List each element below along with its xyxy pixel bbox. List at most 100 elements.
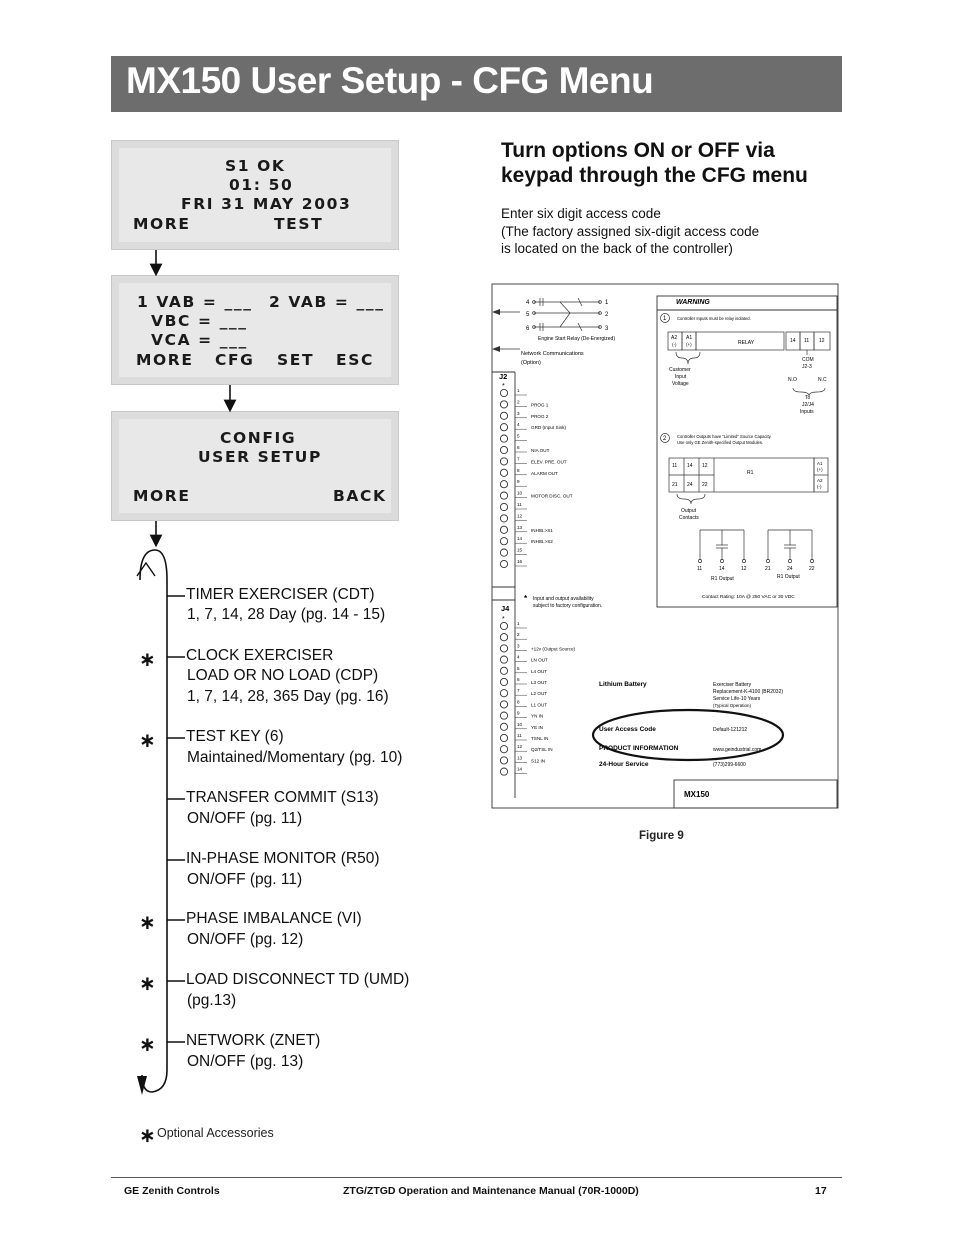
- svg-text:Inputs: Inputs: [800, 409, 814, 415]
- terminal-pin: [499, 621, 509, 631]
- pin-signal: LN OUT: [531, 658, 548, 663]
- pin-signal: MOTOR DISC. OUT: [531, 494, 573, 499]
- softkey-back[interactable]: BACK: [333, 487, 387, 505]
- terminal-pin: [499, 655, 509, 664]
- softkey-esc[interactable]: ESC: [336, 351, 374, 369]
- svg-text:(-): (-): [817, 484, 822, 489]
- pin-signal: YN IN: [531, 714, 543, 719]
- menu-item-sub: 1, 7, 14, 28, 365 Day (pg. 16): [187, 688, 389, 705]
- softkey-test[interactable]: TEST: [274, 215, 324, 233]
- terminal-pin: [499, 502, 509, 512]
- j2-label: J2: [499, 372, 507, 381]
- pin-number: 10: [517, 491, 523, 496]
- heading-line: keypad through the CFG menu: [501, 164, 808, 187]
- pin-signal: NIA OUT: [531, 448, 550, 453]
- pin-number: 9: [517, 479, 520, 484]
- svg-text:R1 Output: R1 Output: [777, 574, 800, 580]
- svg-text:(Option): (Option): [521, 360, 541, 366]
- softkey-set[interactable]: SET: [277, 351, 315, 369]
- svg-text:Use only GE Zenith-specified O: Use only GE Zenith-specified Output Modu…: [677, 440, 763, 445]
- svg-text:24: 24: [687, 482, 693, 488]
- terminal-pin: [499, 411, 509, 420]
- svg-text:12: 12: [819, 338, 825, 344]
- pin-number: 7: [517, 688, 520, 693]
- optional-asterisk: ∗: [139, 1123, 156, 1147]
- lcd-line: VCA = ___: [151, 331, 248, 349]
- pin-signal: L4 OUT: [531, 669, 547, 674]
- svg-text:(773)299-6600: (773)299-6600: [713, 762, 746, 768]
- svg-text:24-Hour Service: 24-Hour Service: [599, 761, 649, 768]
- terminal-pin: [499, 388, 509, 398]
- pin-signal: GRD (Input Sink): [531, 425, 566, 430]
- terminal-pin: [499, 537, 509, 546]
- terminal-pin: [499, 767, 509, 776]
- svg-text:Input: Input: [675, 374, 687, 380]
- lcd-line: CONFIG: [220, 429, 297, 447]
- menu-item-sub: ON/OFF (pg. 12): [187, 931, 304, 948]
- pin-number: 3: [517, 643, 520, 648]
- optional-asterisk: ∗: [139, 910, 156, 934]
- loop-caret: [136, 561, 156, 577]
- svg-text:5: 5: [526, 312, 530, 318]
- svg-text:4: 4: [526, 300, 530, 306]
- footer-rule: [111, 1177, 842, 1178]
- terminal-pin: [499, 480, 509, 489]
- pin-signal: S12 IN: [531, 758, 545, 763]
- svg-text:www.geindustrial.com: www.geindustrial.com: [713, 747, 761, 753]
- svg-text:Service Life-10 Years: Service Life-10 Years: [713, 696, 761, 702]
- pin-number: 12: [517, 744, 523, 749]
- svg-text:R1 Output: R1 Output: [711, 576, 734, 582]
- terminal-pin: [499, 445, 509, 455]
- svg-text:6: 6: [526, 326, 530, 332]
- pin-number: 10: [517, 722, 523, 727]
- relay-label: RELAY: [738, 340, 755, 346]
- svg-text:A2: A2: [817, 478, 823, 483]
- svg-text:(+): (+): [686, 342, 692, 347]
- svg-text:22: 22: [809, 566, 815, 572]
- softkey-more[interactable]: MORE: [133, 215, 191, 233]
- body-line: Enter six digit access code: [501, 206, 661, 221]
- pin-number: 6: [517, 445, 520, 450]
- terminal-pin: [499, 689, 509, 698]
- softkey-more[interactable]: MORE: [133, 487, 191, 505]
- svg-text:3: 3: [605, 326, 609, 332]
- terminal-pin: [499, 745, 509, 754]
- page-number: 17: [815, 1185, 827, 1197]
- terminal-pin: [499, 700, 509, 709]
- pin-signal: L2 OUT: [531, 691, 547, 696]
- model-label: MX150: [684, 790, 710, 799]
- menu-item-timer-exerciser: TIMER EXERCISER (CDT): [186, 586, 375, 603]
- terminal-pin: [499, 666, 509, 675]
- pin-signal: ALARM OUT: [531, 471, 558, 476]
- svg-text:11: 11: [672, 463, 677, 469]
- terminal-pin: [499, 514, 509, 523]
- terminal-pin: [499, 468, 509, 477]
- svg-text:N.O: N.O: [788, 377, 797, 383]
- menu-item-sub: ON/OFF (pg. 11): [187, 871, 303, 888]
- softkey-cfg[interactable]: CFG: [215, 351, 255, 369]
- svg-text:subject to factory configurati: subject to factory configuration.: [533, 603, 602, 609]
- pin-number: 7: [517, 456, 520, 461]
- svg-text:Exerciser Battery: Exerciser Battery: [713, 682, 752, 688]
- lcd-line: FRI 31 MAY 2003: [181, 195, 352, 213]
- pin-number: 13: [517, 525, 523, 530]
- pin-number: 2: [517, 399, 520, 404]
- terminal-pin: [499, 548, 509, 557]
- svg-text:R1: R1: [747, 470, 754, 476]
- terminal-pin: [499, 400, 509, 409]
- pin-number: 5: [517, 666, 520, 671]
- pin-number: 8: [517, 699, 520, 704]
- softkey-more[interactable]: MORE: [136, 351, 194, 369]
- svg-text:Network Communications: Network Communications: [521, 351, 584, 357]
- svg-text:1: 1: [605, 300, 609, 306]
- optional-asterisk: ∗: [139, 647, 156, 671]
- lcd-screen-config: CONFIG USER SETUP MORE BACK: [111, 411, 399, 521]
- terminal-pin: [499, 722, 509, 731]
- lcd-line: VBC = ___: [151, 312, 248, 330]
- menu-item-network: NETWORK (ZNET): [186, 1032, 321, 1049]
- svg-text:11: 11: [804, 338, 809, 344]
- pin-signal: L1 OUT: [531, 702, 547, 707]
- terminal-pin: [499, 644, 509, 653]
- svg-text:COM: COM: [802, 357, 814, 363]
- menu-item-clock-exerciser: CLOCK EXERCISER: [186, 647, 334, 664]
